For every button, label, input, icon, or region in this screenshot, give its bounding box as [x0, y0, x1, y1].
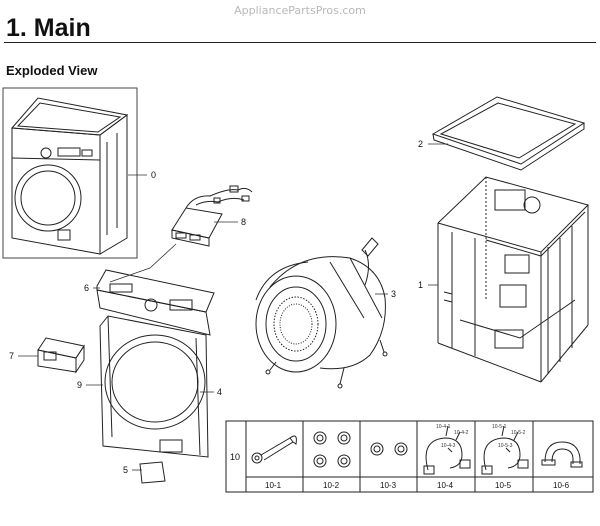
sublabel: 10-5-1	[492, 424, 507, 430]
sublabel: 10-5-2	[511, 430, 526, 436]
parts-table	[225, 420, 594, 493]
small-cover-drawing	[139, 461, 166, 484]
table-cell-label: 10-5	[495, 481, 512, 490]
inlet-hose-hot-drawing	[481, 425, 529, 475]
control-panel-drawing	[96, 269, 215, 336]
hose-elbow-drawing	[541, 441, 583, 468]
callout-0: 0	[151, 170, 156, 180]
title-divider	[4, 42, 596, 43]
callout-7: 7	[9, 351, 14, 361]
sublabel: 10-4-3	[441, 443, 456, 449]
callout-3: 3	[391, 289, 396, 299]
table-cell-label: 10-4	[437, 481, 454, 490]
table-cell-label: 10-6	[553, 481, 570, 490]
sublabel: 10-4-2	[454, 430, 469, 436]
inlet-hose-cold-drawing	[423, 425, 471, 475]
table-cell-label: 10-1	[265, 481, 282, 490]
top-cover-drawing	[431, 96, 586, 171]
tub-drum-drawing	[255, 237, 388, 389]
watermark: AppliancePartsPros.com	[234, 4, 366, 17]
callout-9: 9	[77, 380, 82, 390]
callout-8: 8	[241, 217, 246, 227]
callout-2: 2	[418, 139, 423, 149]
callout-5: 5	[123, 465, 128, 475]
pcb-harness-drawing	[171, 185, 253, 247]
front-panel-drawing	[99, 315, 209, 458]
table-row-label: 10	[230, 452, 240, 462]
page-title: 1. Main	[6, 14, 91, 42]
wrench-drawing	[251, 435, 297, 464]
caps-drawing	[313, 431, 351, 468]
plugs-drawing	[370, 442, 408, 456]
table-cell-label: 10-3	[380, 481, 397, 490]
callout-6: 6	[84, 283, 89, 293]
leader-lines	[18, 143, 448, 471]
section-subtitle: Exploded View	[6, 63, 98, 78]
washer-assembly-drawing	[2, 87, 138, 259]
detergent-drawer-drawing	[37, 337, 85, 374]
callout-1: 1	[418, 280, 423, 290]
sublabel: 10-5-3	[498, 443, 513, 449]
callout-4: 4	[217, 387, 222, 397]
table-cell-label: 10-2	[323, 481, 340, 490]
cabinet-drawing	[437, 176, 589, 383]
sublabel: 10-4-1	[436, 424, 451, 430]
